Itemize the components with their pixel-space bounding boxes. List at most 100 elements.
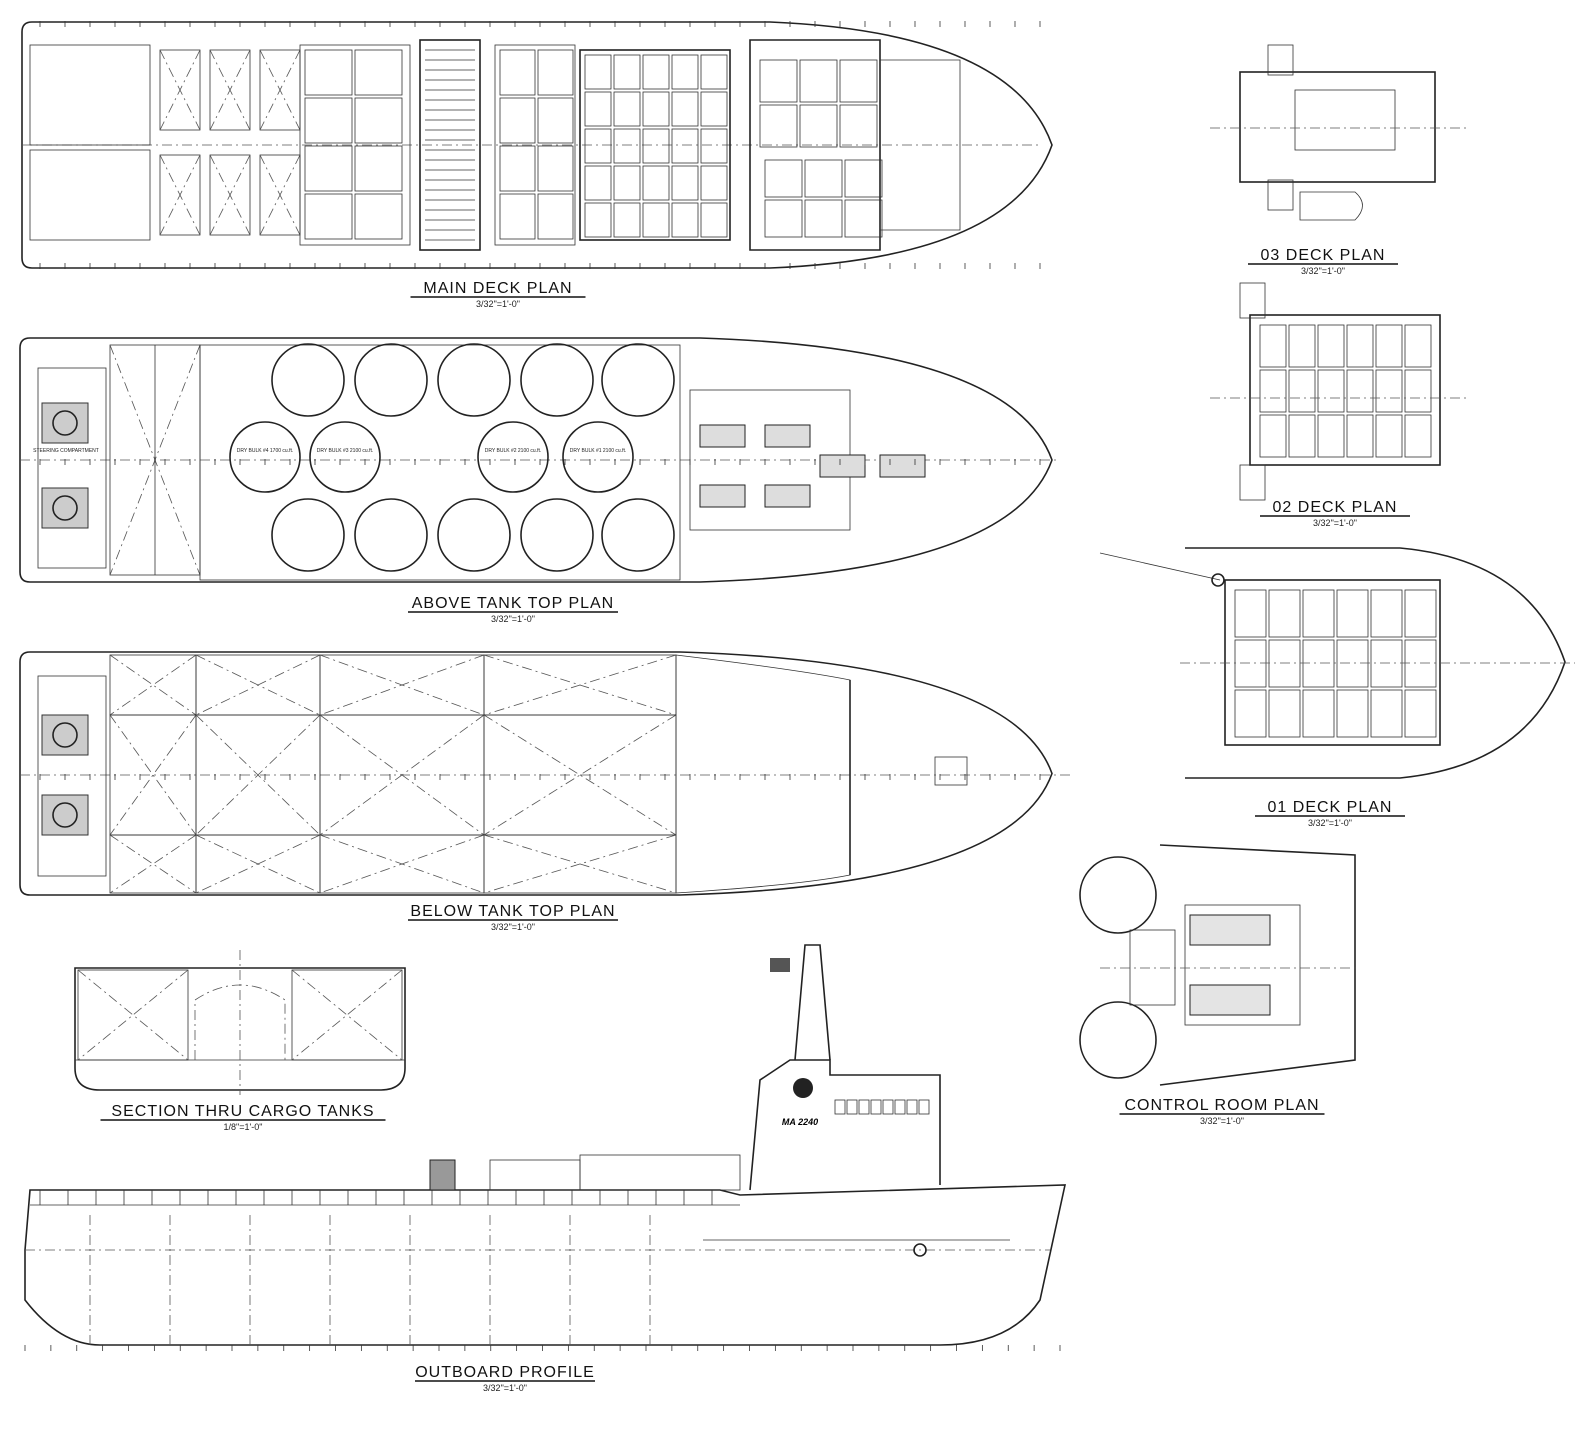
view-scale: 3/32"=1'-0" [1200, 1116, 1244, 1126]
equipment-cell [1370, 689, 1403, 738]
equipment-cell [839, 104, 878, 148]
tank-diagonal [483, 714, 677, 836]
tank-boundary [209, 154, 251, 236]
liquid-mud-tank [601, 498, 675, 572]
dry-bulk-label: DRY BULK #2 2100 cu.ft. [485, 448, 542, 454]
equipment-cell [1268, 589, 1301, 638]
tank-boundary [209, 49, 251, 131]
dry-bulk-tank [477, 421, 549, 493]
tank-diagonal [109, 654, 197, 716]
tank-diagonal [159, 154, 201, 236]
section-thru-cargo-tanks [74, 950, 406, 1095]
equipment-cell [700, 128, 728, 164]
cargo-tank [1079, 1001, 1157, 1079]
tank-boundary [77, 969, 189, 1061]
tank-diagonal [319, 834, 485, 894]
tank-boundary [159, 154, 201, 236]
equipment-cell [1302, 589, 1335, 638]
equipment-cell [1346, 369, 1374, 413]
steering-gear-ring [52, 802, 78, 828]
equipment-cell [1268, 689, 1301, 738]
outboard-profile: MA 2240 [24, 944, 1066, 1351]
engine-icon [819, 454, 866, 478]
equipment-cell [1234, 689, 1267, 738]
equipment-cell [1336, 689, 1369, 738]
tank-diagonal [291, 969, 403, 1061]
tank-diagonal [109, 834, 197, 894]
control-console [1129, 929, 1176, 1006]
equipment-cell [1370, 589, 1403, 638]
tank-diagonal [209, 154, 251, 236]
view-title: MAIN DECK PLAN [423, 280, 572, 297]
galley-mess [880, 59, 961, 231]
steering-compartment-label: STEERING COMPARTMENT [33, 448, 99, 454]
tank-diagonal [109, 714, 197, 836]
crane-pedestal-icon [1211, 573, 1225, 587]
bridge-window [870, 1099, 882, 1115]
tank-boundary [291, 969, 403, 1061]
bridge-window [846, 1099, 858, 1115]
equipment-cell [1302, 689, 1335, 738]
view-title: ABOVE TANK TOP PLAN [412, 595, 614, 612]
dry-bulk-label: DRY BULK #1 2100 cu.ft. [570, 448, 627, 454]
tank-diagonal [109, 654, 197, 716]
liquid-mud-tank [520, 498, 594, 572]
view-title: OUTBOARD PROFILE [415, 1364, 595, 1381]
equipment-cell [613, 165, 641, 201]
equipment-cell [584, 54, 612, 90]
equipment-cell [1404, 589, 1437, 638]
tank-diagonal [483, 654, 677, 716]
equipment-cell [1259, 414, 1287, 458]
equipment-cell [584, 128, 612, 164]
equipment-cell [1336, 639, 1369, 688]
hull-outline [21, 21, 1053, 269]
cargo-rack [579, 49, 731, 241]
steering-gear-icon [41, 487, 89, 529]
equipment-cell [1346, 324, 1374, 368]
view-title: 01 DECK PLAN [1268, 799, 1393, 816]
equipment-cell [1370, 639, 1403, 688]
equipment-cell [499, 193, 536, 240]
tank-diagonal [291, 969, 403, 1061]
equipment-cell [642, 91, 670, 127]
equipment-cell [499, 97, 536, 144]
liquid-mud-tank [271, 343, 345, 417]
liquid-mud-tank [354, 343, 428, 417]
equipment-cell [1375, 324, 1403, 368]
equipment-cell [671, 128, 699, 164]
steering-gear-icon [41, 402, 89, 444]
bridge-window [906, 1099, 918, 1115]
flag-icon [770, 958, 790, 972]
below-tank-top-plan [19, 651, 1070, 896]
tank-diagonal [319, 714, 485, 836]
steering-gear-icon [41, 714, 89, 756]
dry-bulk-tank [562, 421, 634, 493]
equipment-cell [613, 128, 641, 164]
equipment-cell [613, 202, 641, 238]
equipment-cell [671, 202, 699, 238]
dry-bulk-label: DRY BULK #4 1700 cu.ft. [237, 448, 294, 454]
engine-icon [699, 424, 746, 448]
equipment-cell [584, 202, 612, 238]
tank-diagonal [209, 49, 251, 131]
casing [1267, 44, 1294, 76]
ladder [1239, 282, 1266, 319]
equipment-cell [304, 97, 353, 144]
deck-equipment-icon [429, 1159, 456, 1191]
equipment-cell [839, 59, 878, 103]
equipment-cell [1317, 369, 1345, 413]
equipment-cell [1302, 639, 1335, 688]
superstructure [749, 1059, 941, 1191]
equipment-cell [304, 145, 353, 192]
equipment-cell [642, 128, 670, 164]
view-scale: 3/32"=1'-0" [491, 614, 535, 624]
equipment-cell [671, 165, 699, 201]
hull-outline [19, 651, 1053, 896]
view-scale: 1/8"=1'-0" [224, 1122, 263, 1132]
equipment-cell [1288, 414, 1316, 458]
equipment-cell [537, 193, 574, 240]
